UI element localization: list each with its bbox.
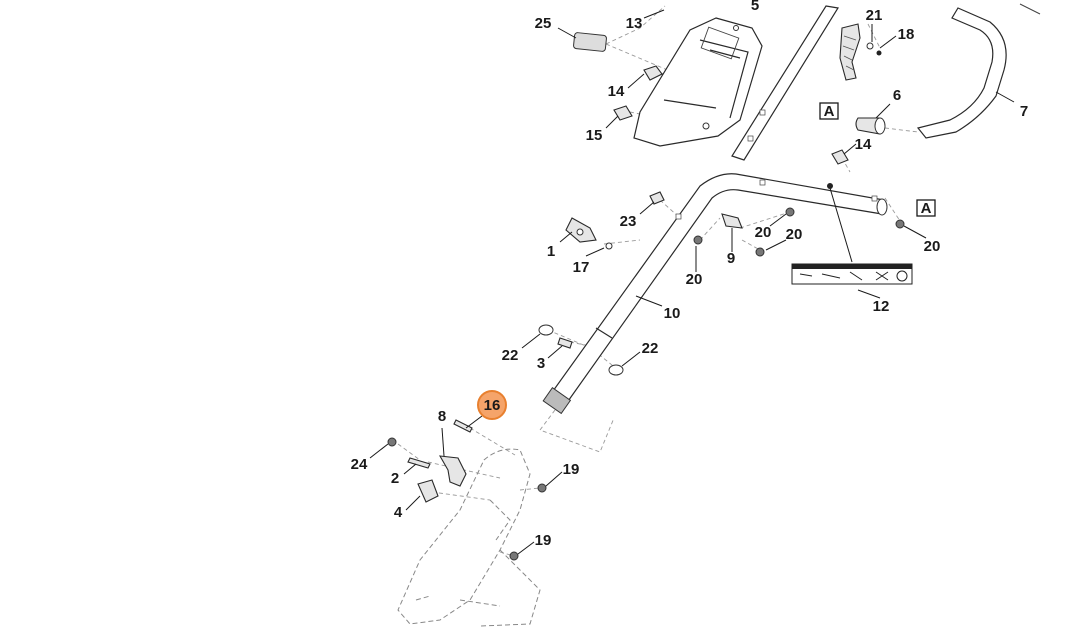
callout-3: 3 bbox=[537, 355, 545, 372]
grip-part bbox=[839, 23, 861, 81]
callout-6: 6 bbox=[893, 87, 901, 104]
callout-15: 15 bbox=[586, 127, 603, 144]
reference-marker-a-2: A bbox=[916, 199, 936, 217]
callout-14-lower: 14 bbox=[855, 136, 872, 153]
callout-21: 21 bbox=[866, 7, 883, 24]
callout-14-upper: 14 bbox=[608, 83, 625, 100]
callout-17: 17 bbox=[573, 259, 590, 276]
upper-bar-part bbox=[731, 5, 839, 161]
cover-plate-part bbox=[633, 17, 763, 147]
reference-marker-a-1-label: A bbox=[824, 103, 835, 120]
upper-handle-part bbox=[916, 3, 1041, 139]
callout-18: 18 bbox=[898, 26, 915, 43]
warning-label-part bbox=[791, 187, 913, 285]
callout-1: 1 bbox=[547, 243, 555, 260]
callout-13: 13 bbox=[626, 15, 643, 32]
highlight-circle bbox=[477, 390, 507, 420]
leader-lines bbox=[369, 9, 1015, 555]
callout-4: 4 bbox=[394, 504, 403, 521]
callout-8: 8 bbox=[438, 408, 446, 425]
callout-5: 5 bbox=[751, 0, 759, 14]
callout-20-c: 20 bbox=[924, 238, 941, 255]
main-handle-part bbox=[542, 173, 888, 415]
sleeve-part bbox=[855, 117, 886, 135]
callout-9: 9 bbox=[727, 250, 735, 267]
callout-10: 10 bbox=[664, 305, 681, 322]
callout-12: 12 bbox=[873, 298, 890, 315]
callout-19-lower: 19 bbox=[535, 532, 552, 549]
highlighted-callout-16[interactable]: 16 bbox=[477, 390, 507, 420]
callout-20-d: 20 bbox=[686, 271, 703, 288]
reference-marker-a-2-label: A bbox=[921, 200, 932, 217]
callout-23: 23 bbox=[620, 213, 637, 230]
callout-19-upper: 19 bbox=[563, 461, 580, 478]
callout-20-b: 20 bbox=[786, 226, 803, 243]
reference-marker-a-1: A bbox=[819, 102, 839, 120]
callout-25: 25 bbox=[535, 15, 552, 32]
callout-24: 24 bbox=[351, 456, 368, 473]
callout-labels: 25 13 5 21 18 14 15 6 7 14 23 1 17 20 20… bbox=[351, 0, 1029, 549]
callout-20-a: 20 bbox=[755, 224, 772, 241]
callout-22-left: 22 bbox=[502, 347, 519, 364]
callout-16: 16 bbox=[484, 397, 501, 414]
callout-22-right: 22 bbox=[642, 340, 659, 357]
lower-frame-outline bbox=[397, 448, 541, 627]
callout-7: 7 bbox=[1020, 103, 1028, 120]
callout-2: 2 bbox=[391, 470, 399, 487]
hardware-parts bbox=[387, 32, 905, 561]
